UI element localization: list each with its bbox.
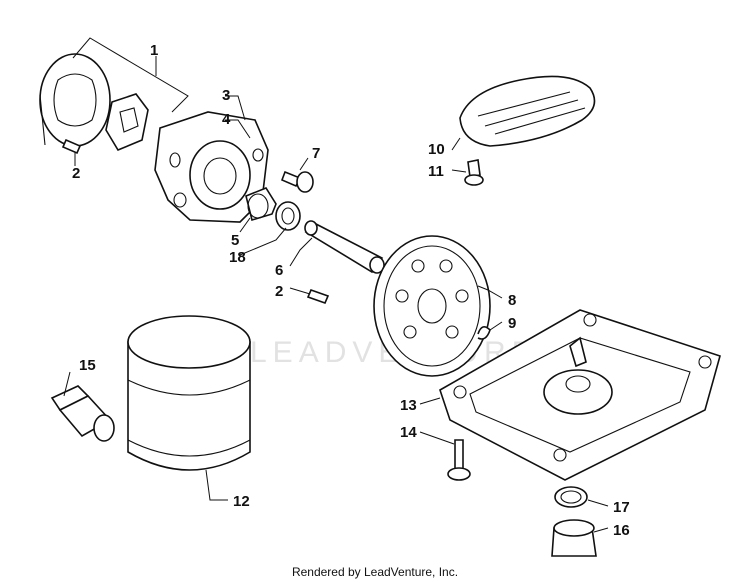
drain-plug [551,519,597,557]
callout-8: 8 [508,292,516,309]
callout-16: 16 [613,522,630,539]
callout-10: 10 [428,141,445,158]
callout-11: 11 [428,163,444,180]
callout-14: 14 [400,424,417,441]
callout-9: 9 [508,315,516,332]
outer-rotor [39,53,111,147]
callout-15: 15 [79,357,96,374]
washer-17 [554,486,588,508]
bushing-5 [245,187,277,222]
inner-rotor [105,93,149,152]
callout-7: 7 [312,145,320,162]
pin-lower [306,288,330,305]
callout-5: 5 [231,232,239,249]
bolt-7 [280,170,314,193]
oil-filter [127,315,251,471]
pin-upper [61,138,82,155]
pump-cover [439,309,721,481]
leader-lines [63,56,609,533]
bolt-11 [464,159,484,186]
callout-4: 4 [222,111,231,128]
callout-17: 17 [613,499,630,516]
bracket-1 [72,37,189,113]
callout-1: 1 [150,42,158,59]
callout-3: 3 [222,87,230,104]
callout-13: 13 [400,397,417,414]
callout-2-upper: 2 [72,165,80,182]
pump-body [154,111,269,223]
credit-line: Rendered by LeadVenture, Inc. [291,565,459,579]
bolt-14 [447,439,471,481]
drive-gear [373,235,491,377]
callout-labels: 1 2 3 4 7 5 18 6 2 10 11 8 9 15 13 14 12… [72,42,630,539]
callout-6: 6 [275,262,283,279]
callout-12: 12 [233,493,250,510]
shaft-6 [304,220,385,274]
oil-screen [459,75,596,147]
washer-18 [275,201,301,231]
callout-2-lower: 2 [275,283,283,300]
callout-18: 18 [229,249,246,266]
oil-fitting [50,385,115,442]
